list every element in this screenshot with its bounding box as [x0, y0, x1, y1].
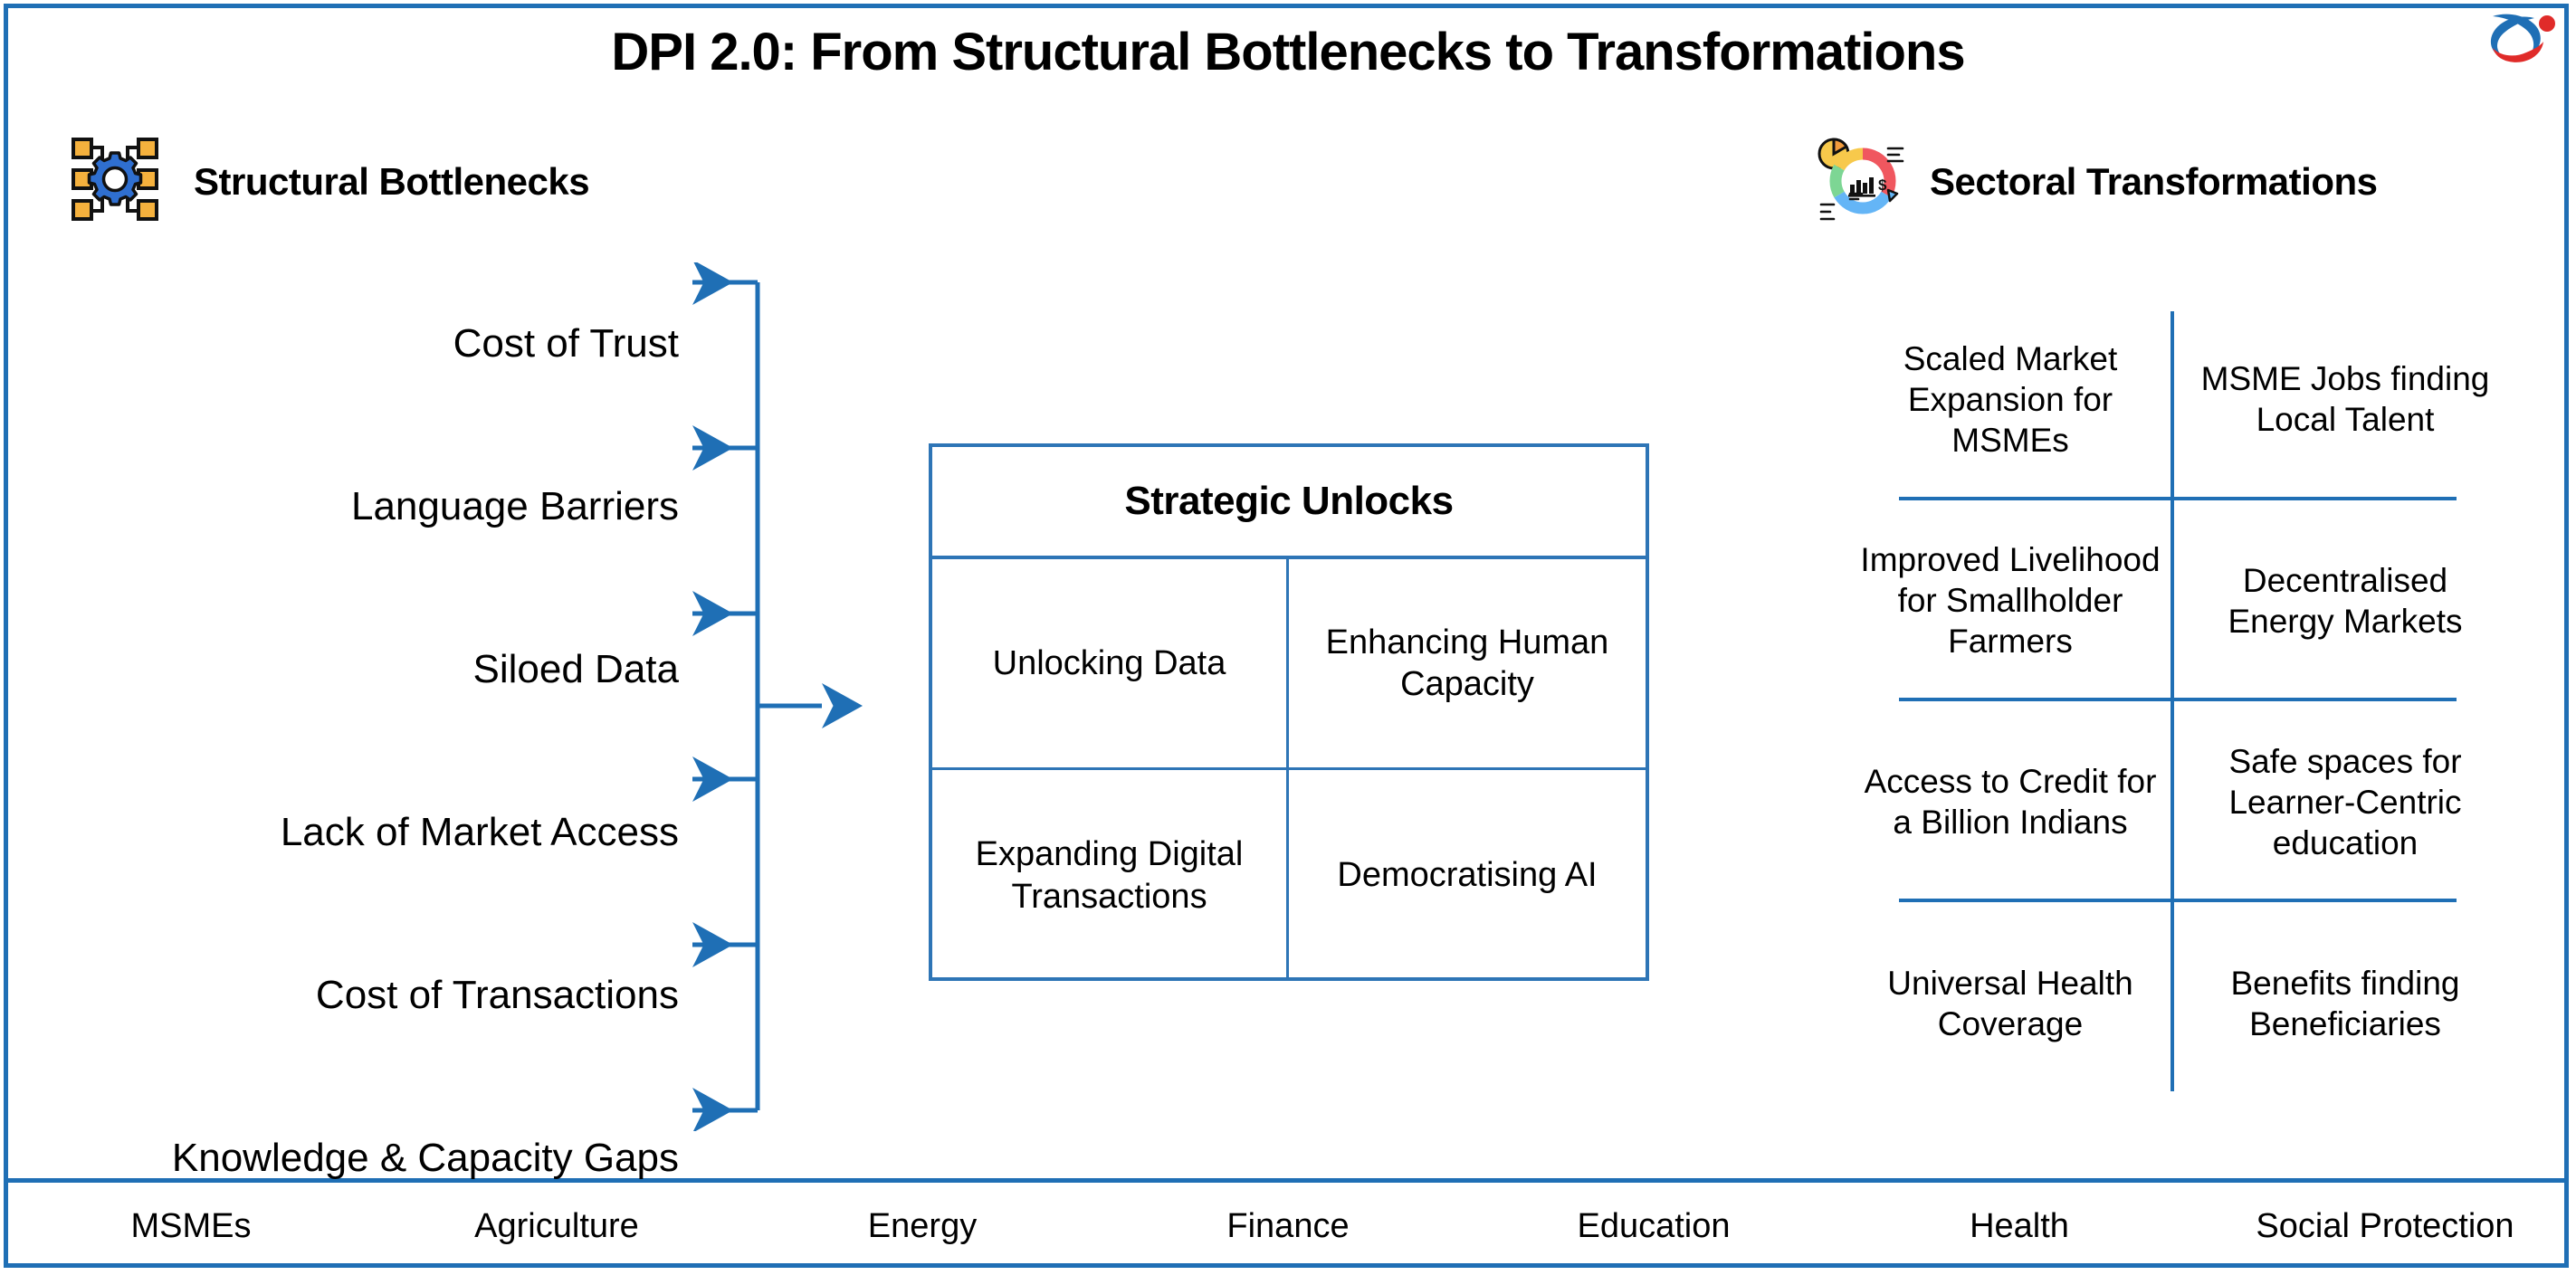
grid-horizontal-divider	[1899, 497, 2457, 500]
bottleneck-label: Lack of Market Access	[280, 810, 679, 854]
sector-label-msmes[interactable]: MSMEs	[130, 1207, 252, 1245]
bottleneck-label: Cost of Transactions	[315, 973, 679, 1017]
footer-divider	[8, 1178, 2568, 1183]
list-item[interactable]: Language Barriers	[36, 425, 679, 588]
grid-horizontal-divider	[1899, 899, 2457, 902]
bottleneck-list: Cost of Trust Language Barriers Siloed D…	[36, 262, 679, 1240]
sector-label-education[interactable]: Education	[1577, 1207, 1731, 1245]
transformation-cell[interactable]: Benefits finding Beneficiaries	[2230, 964, 2460, 1042]
list-item[interactable]: Cost of Transactions	[36, 914, 679, 1077]
bottleneck-connector-arrows	[692, 262, 863, 1131]
page-title: DPI 2.0: From Structural Bottlenecks to …	[611, 23, 1965, 81]
list-item[interactable]: Cost of Trust	[36, 262, 679, 425]
svg-text:$: $	[1878, 176, 1887, 194]
bottlenecks-section-header: Structural Bottlenecks	[68, 136, 590, 227]
bottleneck-label: Language Barriers	[350, 484, 679, 528]
grid-vertical-divider	[2171, 311, 2174, 1091]
sector-label-finance[interactable]: Finance	[1226, 1207, 1350, 1245]
transformation-cell[interactable]: Access to Credit for a Billion Indians	[1864, 763, 2157, 842]
strategic-unlocks-box: Strategic Unlocks Unlocking Data Enhanci…	[929, 443, 1649, 981]
unlock-cell[interactable]: Enhancing Human Capacity	[1289, 559, 1646, 770]
transformations-section-header: $ Sectoral Transformations	[1810, 134, 2378, 229]
transformation-cell[interactable]: MSME Jobs finding Local Talent	[2200, 360, 2490, 439]
sector-label-health[interactable]: Health	[1970, 1207, 2069, 1245]
strategic-unlocks-grid: Unlocking Data Enhancing Human Capacity …	[932, 559, 1646, 981]
unlock-cell[interactable]: Unlocking Data	[932, 559, 1289, 770]
unlock-cell[interactable]: Expanding Digital Transactions	[932, 770, 1289, 981]
list-item[interactable]: Knowledge & Capacity Gaps	[36, 1077, 679, 1240]
brand-logo	[2478, 9, 2560, 71]
sector-label-social-protection[interactable]: Social Protection	[2256, 1207, 2514, 1245]
gear-network-icon	[68, 136, 162, 227]
sector-strip: MSMEs Agriculture Energy Finance Educati…	[8, 1183, 2568, 1270]
transformation-cell[interactable]: Decentralised Energy Markets	[2228, 561, 2463, 640]
sectoral-transformations-grid: Scaled Market Expansion for MSMEs MSME J…	[1843, 299, 2513, 1104]
list-item[interactable]: Siloed Data	[36, 588, 679, 751]
list-item[interactable]: Lack of Market Access	[36, 751, 679, 914]
bottleneck-label: Cost of Trust	[453, 321, 679, 366]
bottleneck-label: Siloed Data	[472, 647, 679, 691]
transformations-title: Sectoral Transformations	[1930, 159, 2378, 203]
bottlenecks-title: Structural Bottlenecks	[194, 159, 590, 203]
unlock-cell[interactable]: Democratising AI	[1337, 856, 1598, 895]
transformation-cell[interactable]: Scaled Market Expansion for MSMEs	[1903, 339, 2118, 459]
strategic-unlocks-title: Strategic Unlocks	[932, 447, 1646, 559]
bottleneck-label: Knowledge & Capacity Gaps	[171, 1136, 679, 1180]
sector-label-energy[interactable]: Energy	[867, 1207, 978, 1245]
transformation-cell[interactable]: Universal Health Coverage	[1887, 964, 2133, 1042]
analytics-donut-icon: $	[1810, 134, 1912, 229]
transformation-cell[interactable]: Safe spaces for Learner-Centric educatio…	[2228, 742, 2462, 861]
transformation-cell[interactable]: Improved Livelihood for Smallholder Farm…	[1860, 541, 2161, 661]
sector-label-agriculture[interactable]: Agriculture	[474, 1207, 639, 1245]
grid-horizontal-divider	[1899, 698, 2457, 701]
